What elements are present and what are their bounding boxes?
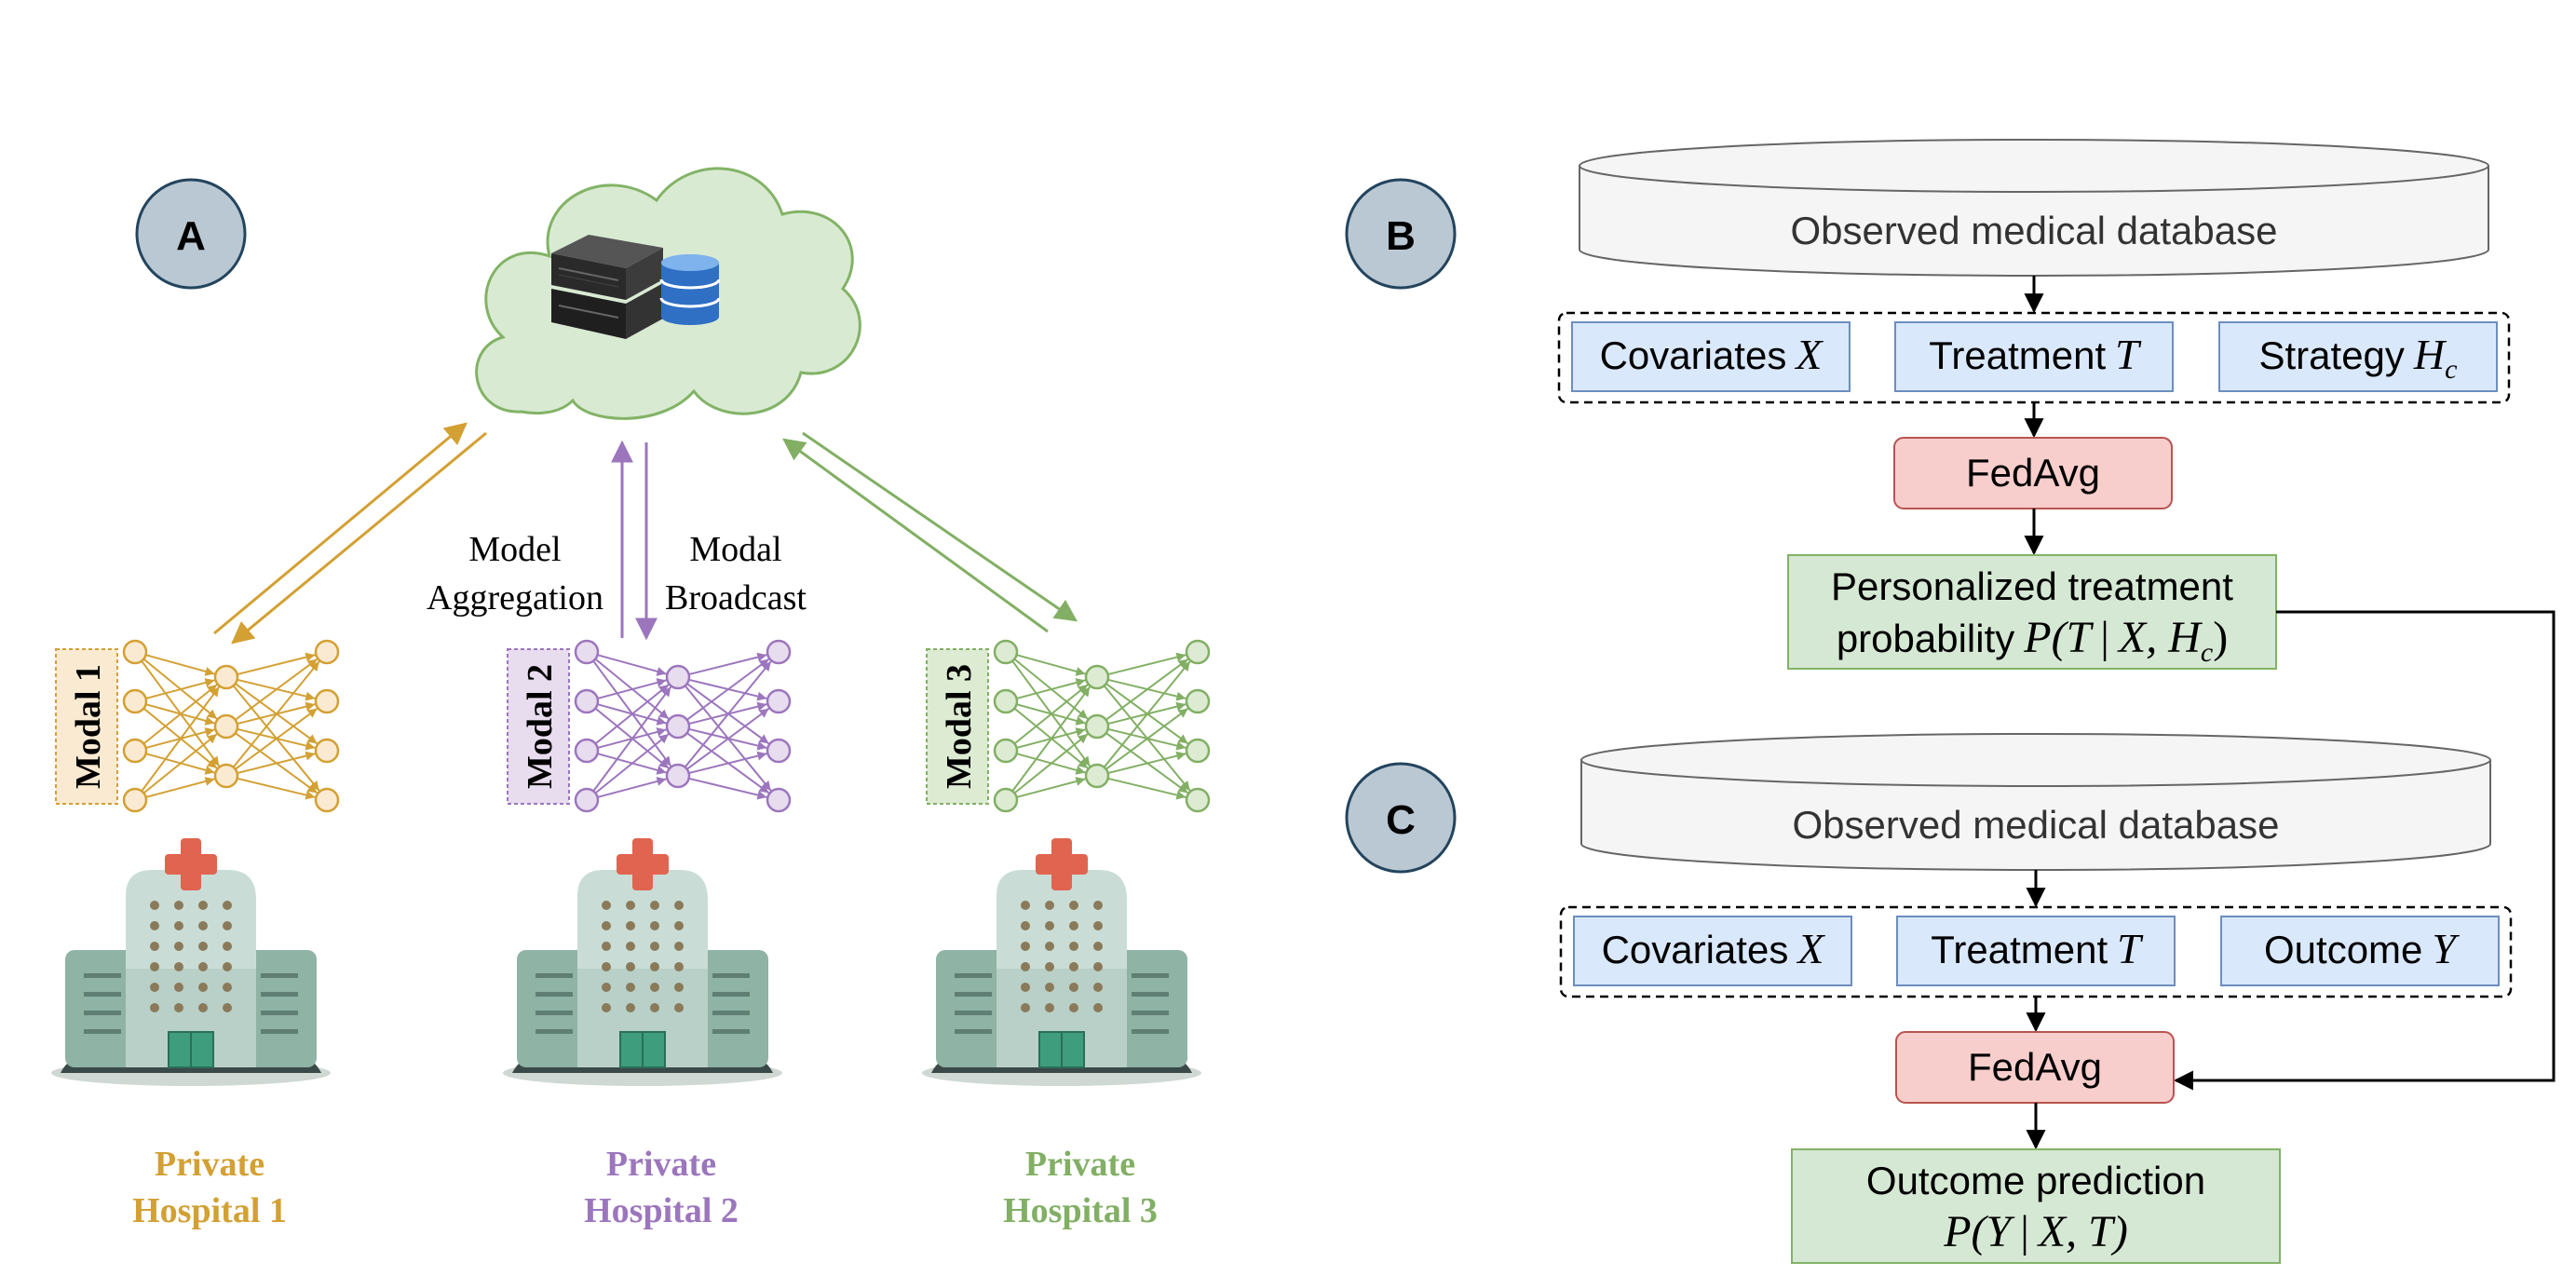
hospital3-download-arrow — [802, 431, 1078, 622]
hospital-name-line2-2: Hospital 2 — [584, 1191, 739, 1230]
server-rack-icon — [551, 235, 663, 339]
modal-tag-2: Modal 2 — [507, 648, 570, 805]
fedavg-c-label: FedAvg — [1968, 1045, 2102, 1089]
panel-a-badge: A — [135, 178, 247, 290]
panel-a: A — [51, 167, 1211, 1230]
hospital-name-line2-1: Hospital 1 — [132, 1191, 287, 1230]
panel-c-badge: C — [1345, 762, 1457, 874]
neural-network-1 — [122, 639, 340, 813]
aggregation-label-line2: Aggregation — [427, 578, 603, 618]
hospital-building-icon-1 — [51, 838, 331, 1086]
sync-arrows — [213, 422, 1078, 645]
hospital1-download-arrow — [231, 431, 487, 645]
neural-network-3 — [993, 639, 1211, 813]
cloud-server — [475, 167, 861, 420]
panel-a-label: A — [176, 213, 206, 259]
panel-b-badge: B — [1345, 178, 1457, 290]
hospital1-upload-arrow — [213, 422, 468, 635]
hospital3-upload-arrow — [782, 438, 1049, 633]
modal-tag-1: Modal 1 — [55, 648, 118, 805]
hospital-name-line1-3: Private — [1025, 1145, 1135, 1184]
panel-c-label: C — [1386, 797, 1416, 843]
fedavg-b-label: FedAvg — [1966, 451, 2100, 495]
output-b-line1: Personalized treatment — [1831, 564, 2233, 608]
output-c-formula: P(Y|X, T) — [1943, 1207, 2128, 1256]
modal-label-1: Modal 1 — [69, 664, 108, 789]
hospital-name-line2-3: Hospital 3 — [1003, 1191, 1158, 1230]
database-b-label: Observed medical database — [1791, 209, 2278, 252]
modal-tag-3: Modal 3 — [926, 648, 989, 805]
output-c-line1: Outcome prediction — [1866, 1159, 2205, 1202]
database-c-label: Observed medical database — [1793, 803, 2280, 847]
database-icon — [659, 254, 721, 325]
neural-network-2 — [574, 639, 792, 813]
hospital-name-line1-1: Private — [155, 1145, 264, 1184]
outcome-prediction-output: Outcome prediction P(Y|X, T) — [1791, 1148, 2281, 1264]
fedavg-c: FedAvg — [1895, 1031, 2175, 1104]
broadcast-label-line1: Modal — [689, 530, 781, 569]
fedavg-b: FedAvg — [1893, 437, 2173, 509]
observed-database-b: Observed medical database — [1579, 139, 2489, 277]
feedback-connector — [2173, 610, 2556, 1091]
modal-label-3: Modal 3 — [940, 664, 979, 789]
broadcast-label-line2: Broadcast — [665, 578, 807, 618]
hospital-building-icon-2 — [503, 838, 782, 1086]
modal-label-2: Modal 2 — [521, 664, 560, 789]
panel-b-label: B — [1386, 213, 1416, 259]
aggregation-label-line1: Model — [468, 530, 561, 569]
hospital-name-line1-2: Private — [606, 1145, 716, 1184]
hospital-building-icon-3 — [922, 838, 1201, 1086]
observed-database-c: Observed medical database — [1580, 733, 2491, 871]
